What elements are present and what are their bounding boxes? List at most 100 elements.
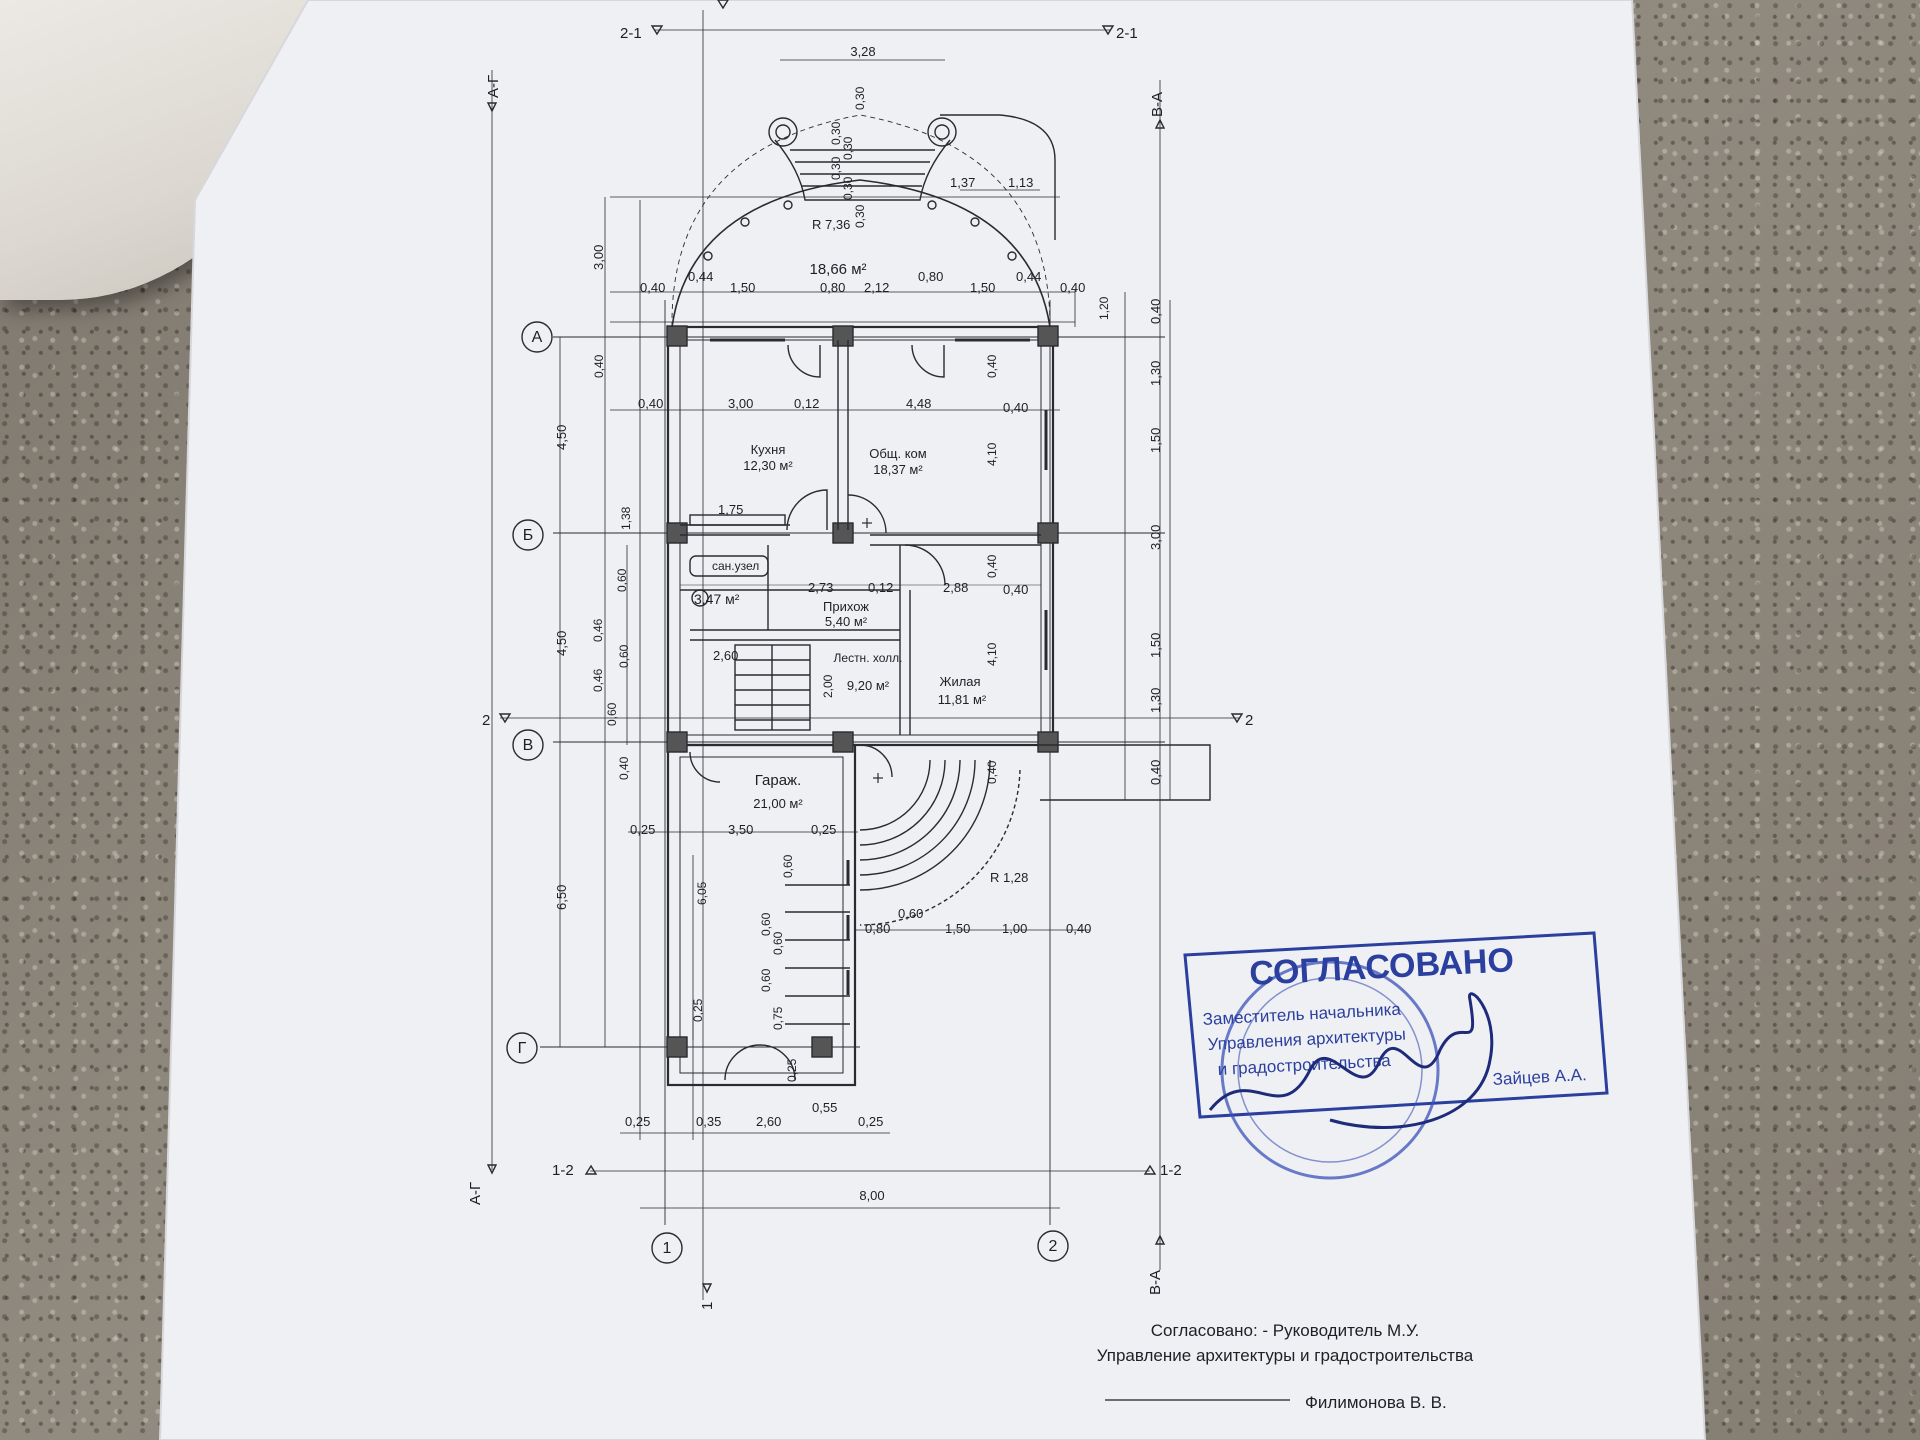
stair-scroll — [775, 124, 791, 140]
dim-212: 2,12 — [864, 280, 889, 295]
dim-080: 0,80 — [820, 280, 845, 295]
section-label-12-right: 1-2 — [1160, 1162, 1182, 1179]
room-name-living-common: Общ. ком — [869, 446, 927, 461]
dim-044: 0,44 — [688, 269, 713, 284]
dim-046: 0,46 — [591, 618, 605, 642]
room-area-terrace: 18,66 м² — [809, 261, 866, 278]
dim-120: 1,20 — [1097, 296, 1111, 320]
dim-040-vertical: 0,40 — [592, 354, 606, 378]
section-label-2-right: 2 — [1245, 712, 1253, 729]
dim-right-300: 3,00 — [1148, 525, 1163, 550]
axis-marker-2 — [1037, 1230, 1069, 1262]
baluster — [703, 251, 713, 261]
column — [811, 1036, 833, 1058]
dim-stair-step: 0,30 — [829, 156, 843, 180]
dim-025: 0,25 — [625, 1114, 650, 1129]
axis-label-1: 1 — [663, 1240, 672, 1257]
dim-040: 0,40 — [1003, 582, 1028, 597]
entrance-stair-arc — [859, 759, 931, 831]
section-arrow — [1143, 1164, 1157, 1175]
dim-right-040: 0,40 — [1148, 760, 1163, 785]
axis-marker-g — [506, 1032, 538, 1064]
axis-label-2: 2 — [1049, 1238, 1058, 1255]
column — [666, 522, 688, 544]
dim-040-vertical: 0,40 — [617, 756, 631, 780]
section-arrow — [498, 713, 512, 724]
door-swing — [911, 344, 945, 378]
section-label-ag-bottom: А-Г — [467, 1182, 484, 1205]
dim-288: 2,88 — [943, 580, 968, 595]
section-arrow — [701, 1283, 713, 1294]
column — [1037, 522, 1059, 544]
section-arrow — [650, 25, 664, 36]
column — [666, 731, 688, 753]
dim-175: 1,75 — [718, 502, 743, 517]
dim-right-130: 1,30 — [1148, 688, 1163, 713]
footer-line-2: Управление архитектуры и градостроительс… — [1097, 1346, 1474, 1365]
section-label-va-bottom: В-А — [1147, 1270, 1164, 1295]
dim-right-150: 1,50 — [1148, 633, 1163, 658]
room-area-bedroom: 11,81 м² — [938, 692, 987, 707]
dim-025-vertical: 0,25 — [785, 1058, 799, 1082]
dim-605: 6,05 — [695, 881, 709, 905]
axis-label-v: В — [523, 737, 534, 754]
signature — [1208, 992, 1494, 1129]
axis-marker-b — [512, 519, 544, 551]
dim-044: 0,44 — [1016, 269, 1041, 284]
dim-350: 3,50 — [728, 822, 753, 837]
section-arrow — [486, 1164, 498, 1175]
dim-040: 0,40 — [638, 396, 663, 411]
dim-left-300: 3,00 — [591, 245, 606, 270]
toilet — [691, 589, 709, 607]
dim-040: 0,40 — [640, 280, 665, 295]
terrace-arc — [671, 179, 1051, 328]
section-label-va-top: В-А — [1149, 92, 1166, 117]
dim-left-650: 6,50 — [554, 885, 569, 910]
stair-scroll — [927, 117, 957, 147]
dim-025: 0,25 — [858, 1114, 883, 1129]
dim-150: 1,50 — [730, 280, 755, 295]
dim-300: 3,00 — [728, 396, 753, 411]
dim-stair-step: 0,30 — [853, 86, 867, 110]
dim-stair-060: 0,60 — [759, 912, 773, 936]
dim-b-100: 1,00 — [1002, 921, 1027, 936]
dim-060: 0,60 — [617, 644, 631, 668]
door-swing — [847, 494, 887, 534]
stamp-name: Зайцев А.А. — [1492, 1065, 1587, 1089]
door-swing — [759, 1044, 796, 1081]
dim-left-450: 4,50 — [554, 425, 569, 450]
dim-012: 0,12 — [868, 580, 893, 595]
dim-stair-step: 0,30 — [841, 176, 855, 200]
section-arrow — [1230, 713, 1244, 724]
door-swing — [724, 1044, 761, 1081]
room-area-bathroom: 3,47 м² — [694, 591, 740, 607]
section-label-2-left: 2 — [482, 712, 490, 729]
dim-stair-060: 0,60 — [771, 931, 785, 955]
stair-scroll — [934, 124, 950, 140]
dim-b-150: 1,50 — [945, 921, 970, 936]
dim-113: 1,13 — [1008, 175, 1033, 190]
stamp-frame — [1183, 931, 1609, 1119]
outer-wall-garage-inner — [679, 756, 844, 1074]
dim-040-vertical: 0,40 — [985, 760, 999, 784]
baluster — [1007, 251, 1017, 261]
baluster — [970, 217, 980, 227]
footer-line-1: Согласовано: - Руководитель М.У. — [1151, 1321, 1419, 1340]
axis-label-a: А — [532, 329, 543, 346]
baluster — [740, 217, 750, 227]
dim-040-vertical: 0,40 — [985, 354, 999, 378]
section-label-1: 1 — [699, 1302, 716, 1310]
dim-right-150: 1,50 — [1148, 428, 1163, 453]
room-area-stair-hall: 9,20 м² — [847, 678, 890, 693]
dim-060: 0,60 — [605, 702, 619, 726]
column — [832, 522, 854, 544]
dim-025-vertical: 0,25 — [691, 998, 705, 1022]
kitchen-counter — [689, 514, 786, 526]
door-swing — [859, 744, 893, 778]
column — [666, 325, 688, 347]
column — [1037, 325, 1059, 347]
section-arrow — [717, 0, 729, 10]
door-swing — [904, 544, 946, 586]
dim-025: 0,25 — [630, 822, 655, 837]
dim-stair-075: 0,75 — [771, 1006, 785, 1030]
